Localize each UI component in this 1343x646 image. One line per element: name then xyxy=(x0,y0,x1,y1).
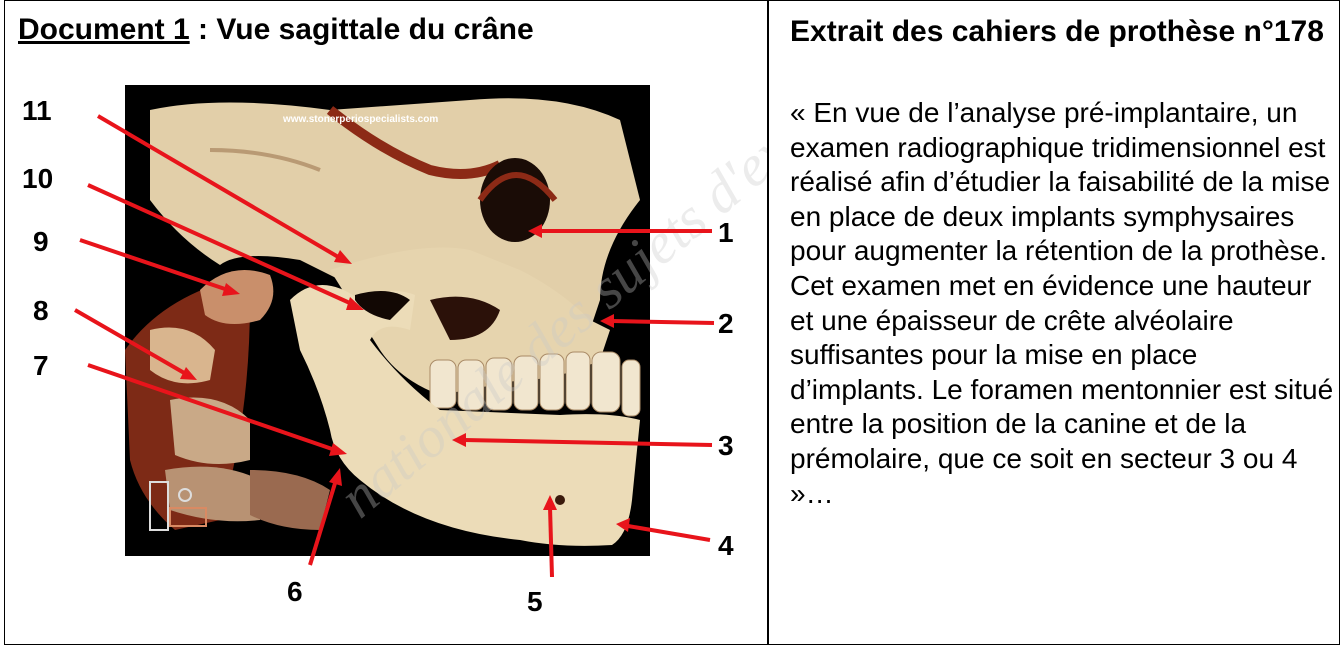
arrow-2 xyxy=(612,321,714,323)
label-6: 6 xyxy=(287,576,303,607)
extract-title: Extrait des cahiers de prothèse n°178 xyxy=(790,13,1330,51)
arrow-5 xyxy=(550,507,552,577)
label-1: 1 xyxy=(718,217,734,248)
extract-quote: « En vue de l’analyse pré-implantaire, u… xyxy=(790,96,1335,511)
extract-paragraph-1: « En vue de l’analyse pré-implantaire, u… xyxy=(790,96,1335,269)
label-11: 11 xyxy=(22,95,52,126)
label-10: 10 xyxy=(22,163,53,194)
label-8: 8 xyxy=(33,295,49,326)
label-7: 7 xyxy=(33,350,49,381)
label-2: 2 xyxy=(718,308,734,339)
label-3: 3 xyxy=(718,430,734,461)
extract-paragraph-2: Cet examen met en évidence une hauteur e… xyxy=(790,269,1335,511)
label-4: 4 xyxy=(718,530,734,561)
skull-figure: nationale des sujets d'examens de www.st… xyxy=(0,0,767,646)
label-5: 5 xyxy=(527,586,543,617)
label-9: 9 xyxy=(33,226,49,257)
column-divider xyxy=(767,0,769,645)
image-credit: www.stonerperiospecialists.com xyxy=(282,114,438,125)
